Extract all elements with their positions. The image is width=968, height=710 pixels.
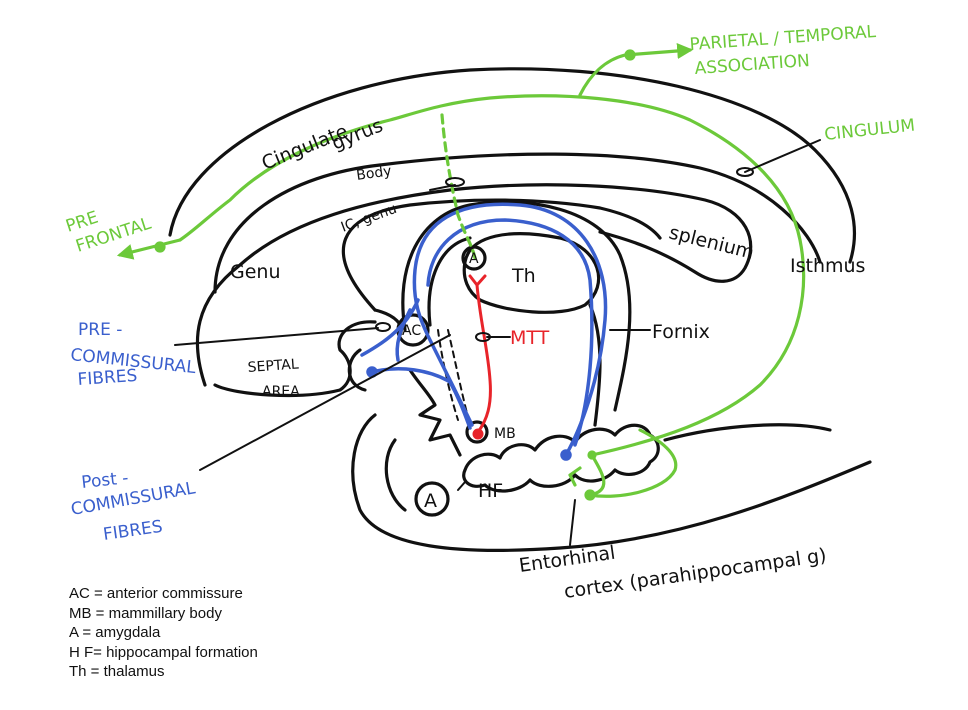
entorhinal-pointer [569, 499, 576, 546]
hypothalamus-outline [408, 368, 462, 457]
entorhinal-branch-fork [568, 466, 582, 487]
label-amygdala-bottom: A [424, 490, 437, 512]
labels: PARIETAL / TEMPORAL ASSOCIATION CINGULUM… [63, 22, 916, 603]
amygdala-top-circle [461, 245, 487, 271]
legend-line-mb: MB = mammillary body [69, 604, 222, 622]
hippocampal-formation-outline [462, 423, 660, 493]
cingulum-pathway [116, 43, 806, 501]
label-thalamus: Th [511, 265, 536, 287]
outer-cortex-outline [168, 67, 856, 264]
legend-line-a: A = amygdala [69, 624, 161, 641]
cingulate-sulcus-outline [213, 152, 822, 294]
postcommissural-septal-blue [370, 367, 452, 384]
fornix-inner-blue [426, 218, 594, 447]
label-precomm-1: PRE - [78, 320, 122, 340]
fornix-main-blue [412, 202, 608, 457]
temporal-lobe-outline [351, 413, 872, 552]
brain-outline [168, 67, 872, 552]
cingulum-descend-dashed [440, 113, 477, 260]
cingulum-marker [736, 167, 754, 177]
temporal-lobe-inner [384, 438, 407, 512]
label-ac: AC [402, 323, 421, 339]
corpus-callosum-lower [342, 198, 662, 312]
legend-line-th: Th = thalamus [69, 663, 165, 680]
mtt-top-fork-left [468, 274, 479, 287]
precommissural-marker [375, 322, 391, 332]
label-area: AREA [262, 384, 300, 400]
label-hf: HF [478, 480, 503, 502]
legend-line-hf: H F= hippocampal formation [69, 643, 258, 661]
legend: AC = anterior commissure MB = mammillary… [69, 584, 389, 682]
cingulum-main-green [178, 94, 806, 457]
parietal-dot [624, 49, 636, 61]
cingulum-hf-dot [587, 450, 597, 460]
mtt-bottom-dot [472, 428, 484, 440]
amygdala-bottom-circle [414, 481, 450, 517]
thalamus-outline [462, 232, 601, 314]
body-marker [445, 177, 465, 187]
label-parietal-temporal: PARIETAL / TEMPORAL [689, 22, 877, 55]
mtt-pathway [468, 274, 492, 440]
postcommissural-pointer [199, 334, 451, 471]
label-splenium: splenium [667, 222, 757, 264]
entorhinal-branch-1 [588, 453, 606, 497]
label-mtt: MTT [510, 327, 550, 349]
label-cingulum: CINGULUM [823, 116, 916, 145]
label-association: ASSOCIATION [694, 51, 810, 79]
mtt-top-fork-right [475, 274, 487, 287]
septal-region-outline [213, 320, 377, 398]
fornix-pathway [360, 202, 608, 461]
fornix-inner-outline [427, 236, 472, 327]
hf-pointer [457, 481, 466, 491]
prefrontal-arrow-green [116, 238, 182, 260]
corpus-callosum-upper [195, 183, 753, 387]
label-isthmus: Isthmus [790, 255, 865, 277]
cingulum-pointer [744, 139, 821, 173]
mammillary-body [465, 420, 489, 444]
fornix-end-dot [560, 449, 572, 461]
label-amygdala-top: A [469, 251, 479, 267]
fornix-to-mb-blue [448, 380, 472, 430]
legend-line-ac: AC = anterior commissure [69, 585, 243, 602]
label-precomm-3: FIBRES [77, 366, 138, 390]
label-body: Body [355, 163, 392, 184]
label-genu: Genu [230, 261, 281, 283]
pointer-lines [174, 139, 821, 546]
mtt-marker [475, 332, 491, 342]
precommissural-pointer [174, 327, 379, 346]
entorhinal-dot [584, 489, 596, 501]
entorhinal-branch-2 [588, 428, 678, 498]
label-fornix: Fornix [652, 321, 710, 343]
label-septal: SEPTAL [247, 356, 299, 376]
inferior-horn-outline [663, 423, 832, 442]
precommissural-branch-blue [395, 308, 412, 362]
label-postcomm-1: Post - [80, 468, 129, 493]
label-postcomm-3: FIBRES [102, 517, 164, 545]
precommissural-fibres-blue [360, 298, 420, 357]
prefrontal-dot [154, 241, 166, 253]
label-gyrus: gyrus [329, 114, 386, 154]
septal-bulge [347, 348, 367, 392]
mtt-red-line [475, 283, 492, 434]
label-mb: MB [494, 426, 516, 442]
